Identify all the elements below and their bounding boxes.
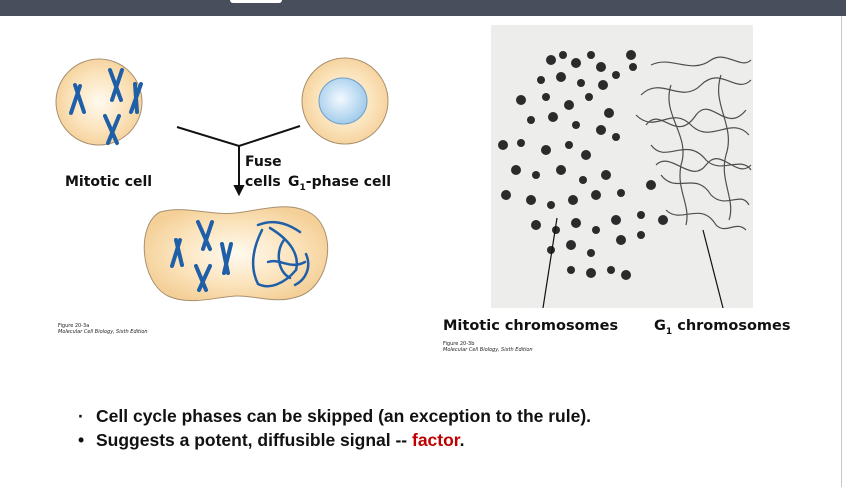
caption-figure-number: Figure 20-3a (58, 323, 90, 329)
g1-phase-cell-label: G1-phase cell (288, 174, 391, 193)
chromosome-micrograph (491, 25, 753, 309)
mitotic-cell-label: Mitotic cell (65, 174, 153, 190)
g1-suffix: chromosomes (672, 318, 791, 334)
caption-figure-number: Figure 20-3b (443, 341, 475, 347)
bullet-list: · Cell cycle phases can be skipped (an ex… (78, 404, 591, 452)
bullet-text: Suggests a potent, diffusible signal -- (96, 430, 412, 450)
window-topbar (0, 0, 846, 16)
g1-chromosomes-label: G1 chromosomes (654, 318, 791, 337)
caption-book-title: Molecular Cell Biology, Sixth Edition (58, 329, 148, 335)
g1-subscript: 1 (665, 326, 673, 337)
highlighted-term: factor (412, 430, 460, 450)
fuse-label: Fuse (245, 154, 282, 170)
bullet-suffix: . (459, 430, 465, 450)
bullet-item: • Suggests a potent, diffusible signal --… (78, 428, 591, 452)
micrograph-image (498, 50, 752, 309)
g1-phase-cell (301, 57, 389, 145)
fused-cell (143, 206, 329, 302)
g1-subscript: 1 (299, 182, 306, 193)
mitotic-cell (55, 58, 143, 146)
figure-caption-right: Figure 20-3b Molecular Cell Biology, Six… (443, 341, 533, 353)
bullet-marker: • (78, 430, 85, 450)
active-tab-indicator[interactable] (230, 0, 282, 3)
mitotic-chromosomes-label: Mitotic chromosomes (443, 318, 619, 334)
figure-caption-left: Figure 20-3a Molecular Cell Biology, Six… (58, 323, 148, 335)
g1-suffix: -phase cell (305, 174, 392, 190)
bullet-marker: · (78, 406, 84, 426)
bullet-item: · Cell cycle phases can be skipped (an ex… (78, 404, 591, 428)
g1-prefix: G (288, 174, 300, 190)
cells-label: cells (245, 174, 281, 190)
bullet-text: Cell cycle phases can be skipped (an exc… (96, 406, 592, 426)
g1-prefix: G (654, 318, 666, 334)
scrollbar-track[interactable] (841, 16, 842, 487)
caption-book-title: Molecular Cell Biology, Sixth Edition (443, 347, 533, 353)
fuse-arrow-icon (176, 125, 301, 197)
cell-fusion-diagram (55, 57, 389, 302)
